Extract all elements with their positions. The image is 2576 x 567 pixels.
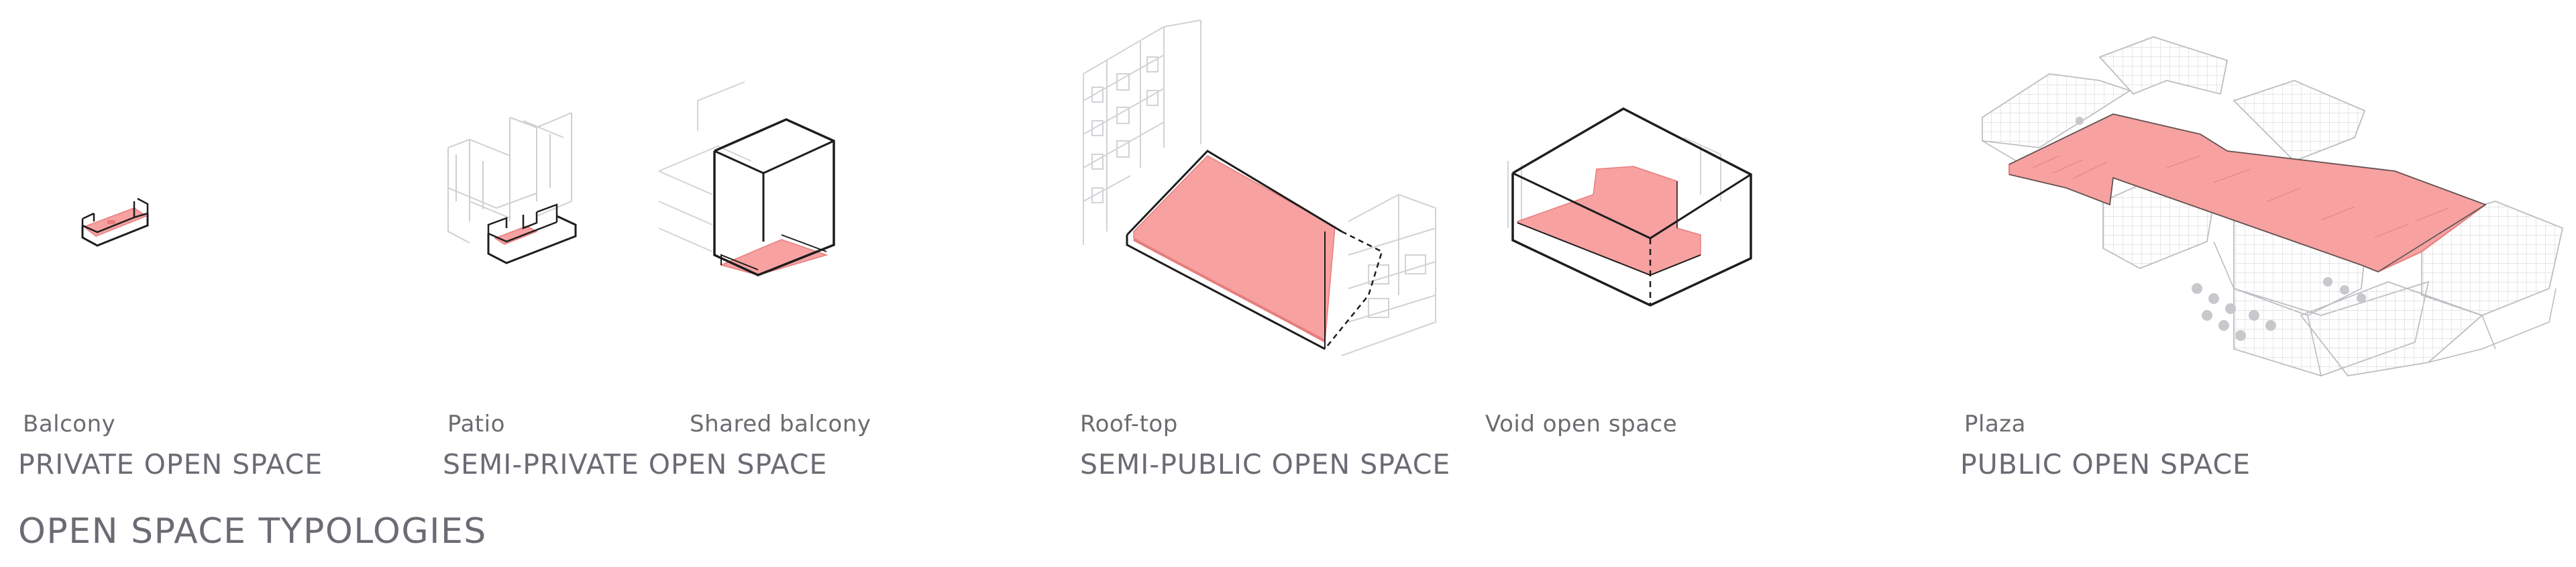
roof-top-outline (1126, 150, 1342, 236)
shared-balcony-illustration (658, 81, 835, 276)
category-semi-private: SEMI-PRIVATE OPEN SPACE (443, 448, 828, 480)
void-open-space-illustration (1507, 107, 1752, 307)
roof-top-illustration (1083, 19, 1436, 356)
plaza-trees (2076, 117, 2366, 341)
patio-illustration (447, 112, 577, 264)
category-private: PRIVATE OPEN SPACE (18, 448, 323, 480)
label-patio: Patio (447, 411, 505, 437)
label-shared-balcony: Shared balcony (690, 411, 871, 437)
shared-balcony-outline (713, 118, 835, 276)
patio-floor (494, 225, 538, 245)
category-semi-public: SEMI-PUBLIC OPEN SPACE (1080, 448, 1451, 480)
roof-top-surface (1133, 155, 1336, 344)
label-plaza: Plaza (1964, 411, 2026, 437)
balcony-outline (81, 213, 149, 247)
balcony-illustration (81, 197, 149, 247)
page-title: OPEN SPACE TYPOLOGIES (18, 511, 487, 552)
label-balcony: Balcony (23, 411, 116, 437)
label-roof-top: Roof-top (1080, 411, 1178, 437)
label-void-open-space: Void open space (1485, 411, 1678, 437)
plaza-illustration (1982, 36, 2564, 376)
category-public: PUBLIC OPEN SPACE (1960, 448, 2251, 480)
void-outline (1511, 107, 1752, 307)
patio-outline (487, 215, 577, 264)
